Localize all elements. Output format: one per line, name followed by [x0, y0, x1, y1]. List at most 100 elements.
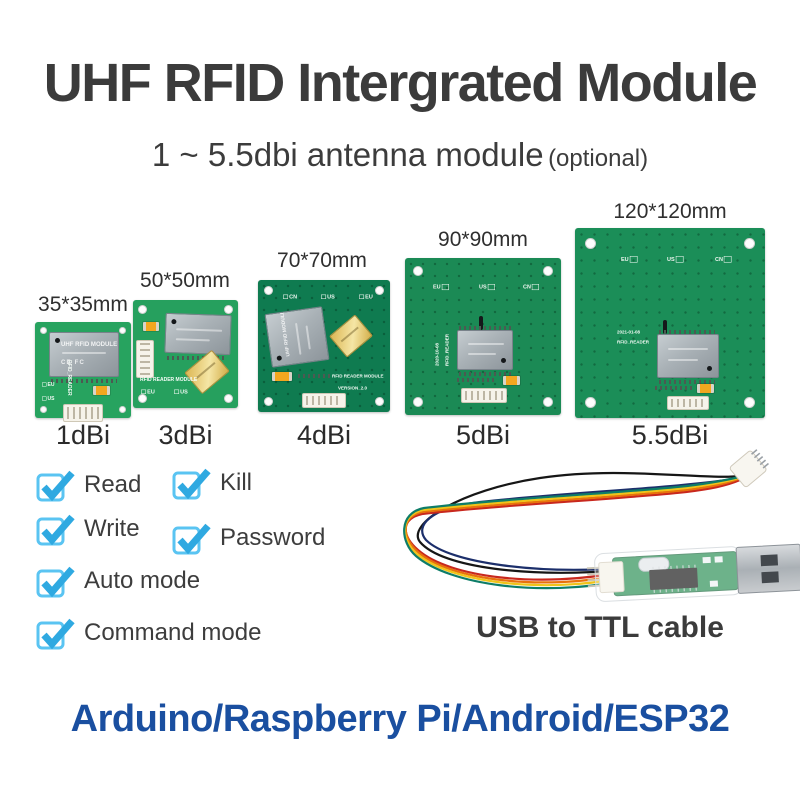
ic-chip [649, 567, 699, 591]
region-eu: EU [621, 256, 639, 263]
antenna-pin [663, 320, 667, 334]
mount-hole [413, 266, 423, 276]
date-silkscreen: 2020-10-08 [435, 342, 440, 366]
jst-connector [302, 393, 346, 408]
region-cn: CN [523, 284, 540, 290]
jst-connector-end [729, 449, 769, 488]
rf-shield: UHF RFID MODULE CE FC [49, 332, 119, 377]
tag-marking [340, 326, 360, 343]
cable-caption: USB to TTL cable [476, 611, 724, 644]
connector-pins [140, 343, 150, 375]
module-3-size-label: 70*70mm [277, 249, 367, 272]
rf-shield [164, 312, 232, 356]
region-checkbox [42, 382, 47, 387]
shield-pins [659, 380, 715, 384]
smd-component [272, 372, 292, 381]
mount-hole [585, 397, 596, 408]
region-cn: CN [282, 294, 297, 300]
smd-component [143, 322, 159, 331]
smd-pad [709, 580, 719, 587]
pin1-dot [276, 355, 283, 361]
usb-plug-slot [760, 554, 779, 567]
jst-connector [461, 388, 507, 403]
antenna-pin [479, 316, 483, 330]
rf-shield [657, 334, 719, 378]
module-1-pcb: UHF RFID MODULE CE FC EU US RFID_READER [35, 322, 131, 422]
region-checkbox [42, 396, 47, 401]
shield-marking [175, 338, 210, 342]
pad-row [655, 386, 693, 390]
fpc-connector [63, 404, 103, 422]
region-us: US [41, 396, 54, 402]
smd-component [93, 386, 110, 395]
shield-title: UHF RFID MODULE [279, 310, 291, 357]
region-checkbox [487, 284, 495, 291]
pin1-dot [171, 319, 177, 325]
subtitle: 1 ~ 5.5dbi antenna module (optional) [0, 136, 800, 174]
shield-pins [459, 372, 511, 376]
shrink-sleeve [594, 546, 743, 602]
header-pins [586, 566, 600, 588]
feature-label: Auto mode [84, 567, 201, 594]
pin1-dot [501, 358, 506, 363]
mount-hole [119, 406, 126, 413]
mount-hole [543, 266, 553, 276]
mount-hole [138, 394, 147, 403]
shield-marking [295, 322, 302, 355]
checked-checkbox-icon [36, 470, 75, 502]
pin1-dot [707, 366, 712, 371]
mount-hole [40, 406, 47, 413]
board-silkscreen: RFID_READER [66, 360, 72, 396]
shield-marking [468, 343, 504, 345]
subtitle-note: (optional) [548, 145, 649, 172]
fpc-connector [667, 396, 709, 410]
module-5-size-label: 120*120mm [613, 200, 727, 223]
checked-checkbox-icon [36, 514, 75, 546]
tag-marking [196, 362, 216, 380]
region-checkbox [441, 284, 449, 291]
feature-read: Read [36, 468, 141, 502]
module-2-pcb: RFID READER MODULE EU US [133, 300, 238, 408]
shield-marking [305, 325, 311, 350]
region-checkbox [629, 256, 638, 263]
region-checkbox [321, 294, 327, 300]
board-silkscreen: RFID READER MODULE [140, 377, 198, 383]
mount-hole [744, 238, 755, 249]
region-checkbox [359, 294, 365, 300]
rf-shield: UHF RFID MODULE [264, 306, 330, 368]
connector-pins [67, 407, 99, 419]
feature-label: Password [220, 524, 326, 551]
mount-hole [375, 397, 384, 406]
mount-hole [224, 394, 233, 403]
module-1-size-label: 35*35mm [38, 293, 128, 316]
region-us: US [320, 294, 335, 300]
shield-pins [659, 330, 715, 334]
page-title: UHF RFID Intergrated Module [43, 53, 758, 113]
shield-pins [459, 326, 511, 330]
region-checkbox [675, 256, 684, 263]
feature-command-mode: Command mode [36, 616, 261, 650]
region-checkbox [532, 284, 540, 291]
module-4-pcb: EU US CN 2020-10-08 RFID_READER [405, 258, 561, 415]
region-checkbox [141, 389, 147, 395]
date-silkscreen: 2021-01-08 [617, 330, 641, 335]
module-3-pcb: CN US EU UHF RFID MODULE RFID READER MOD… [258, 280, 390, 412]
connector-pins [306, 396, 342, 405]
board-silkscreen: RFID READER MODULE [332, 374, 384, 379]
region-checkbox [724, 256, 732, 263]
mount-hole [119, 327, 126, 334]
module-4-gain-label: 5dBi [455, 420, 511, 450]
mount-hole [224, 305, 233, 314]
module-1-gain-label: 1dBi [55, 420, 111, 450]
pad-row [457, 378, 497, 382]
antenna-tag [328, 314, 374, 358]
checked-checkbox-icon [172, 468, 211, 500]
module-5-gain-label: 5.5dBi [631, 420, 709, 450]
region-cn: CN [715, 256, 733, 263]
mount-hole [375, 286, 384, 295]
mount-hole [744, 397, 755, 408]
smd-pad [714, 556, 723, 563]
connector-pins [465, 391, 503, 400]
feature-label: Kill [220, 469, 253, 496]
